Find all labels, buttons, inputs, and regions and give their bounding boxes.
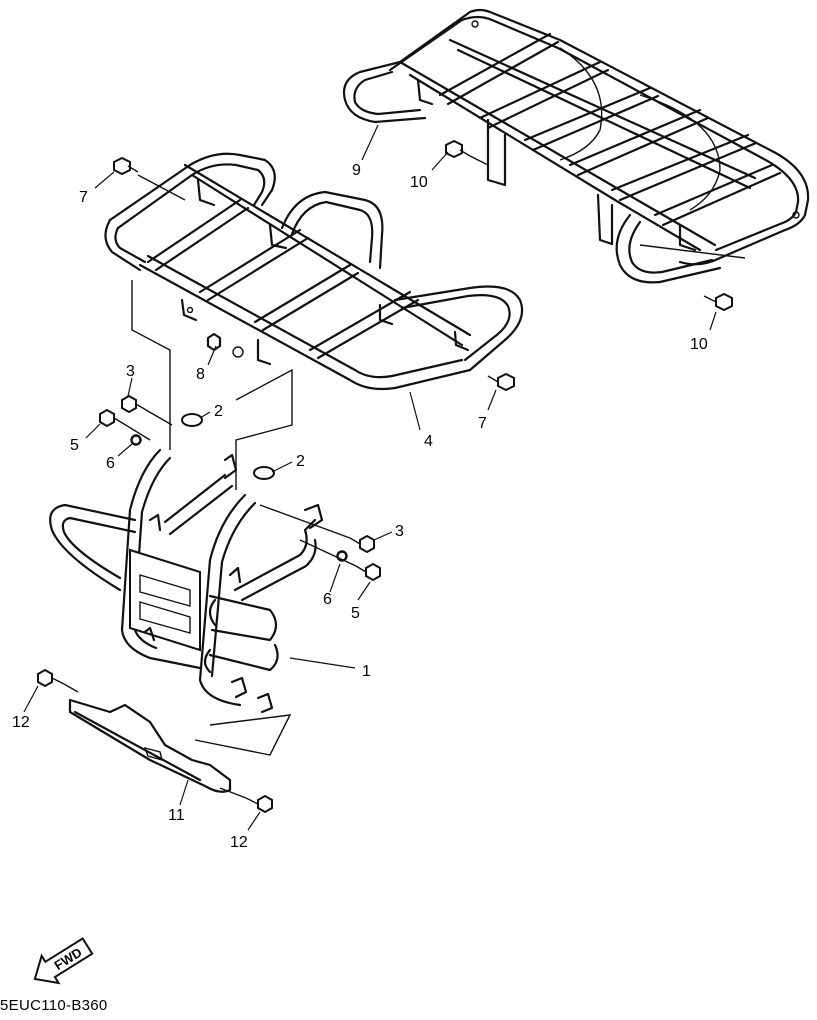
- bolts: [37, 139, 733, 814]
- callout-7: 7: [79, 189, 88, 206]
- skid-plate: [68, 698, 232, 793]
- fwd-arrow-icon: FWD: [33, 937, 94, 985]
- callout-6: 6: [106, 455, 115, 472]
- callout-7: 7: [478, 415, 487, 432]
- callout-6: 6: [323, 591, 332, 608]
- callout-1: 1: [362, 663, 371, 680]
- callout-4: 4: [424, 433, 433, 450]
- front-carrier: [104, 152, 524, 391]
- callout-3: 3: [126, 363, 135, 380]
- front-guard: [49, 332, 347, 714]
- diagram-code: 5EUC110-B360: [0, 997, 108, 1014]
- callout-8: 8: [196, 366, 205, 383]
- callout-5: 5: [351, 605, 360, 622]
- callouts: 1 2 2 3 3 4 5 5 6 6 7 7 8 9 10 10 11 12 …: [12, 162, 708, 851]
- callout-10: 10: [690, 336, 708, 353]
- callout-12: 12: [12, 714, 30, 731]
- callout-2: 2: [296, 453, 305, 470]
- callout-12: 12: [230, 834, 248, 851]
- rear-carrier: [342, 8, 810, 284]
- leader-lines: [23, 124, 717, 831]
- callout-10: 10: [410, 174, 428, 191]
- callout-5: 5: [70, 437, 79, 454]
- callout-9: 9: [352, 162, 361, 179]
- assembly-lines: [63, 155, 746, 799]
- callout-2: 2: [214, 403, 223, 420]
- callout-11: 11: [168, 807, 185, 824]
- callout-3: 3: [395, 523, 404, 540]
